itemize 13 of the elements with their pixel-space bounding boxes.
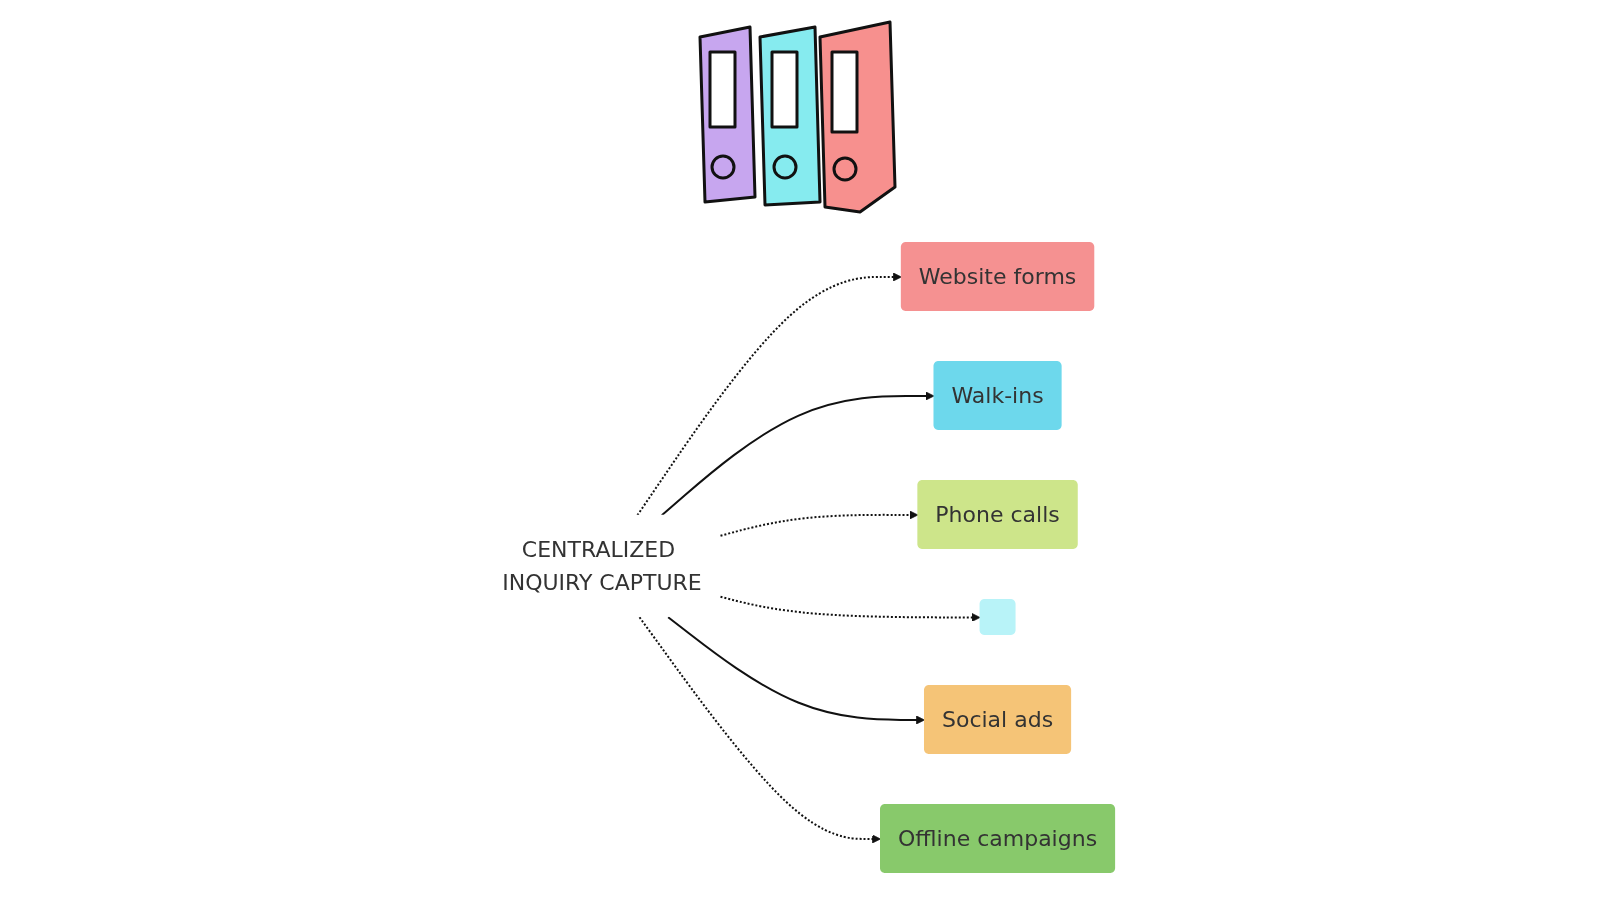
node-box: Website forms [901, 241, 1095, 311]
arrow [638, 615, 882, 843]
arrow [719, 510, 919, 537]
node-box: Walk-ins [933, 360, 1063, 430]
arrow [719, 595, 981, 622]
node-box: Offline campaigns [880, 803, 1116, 873]
node-box: Phone calls [917, 479, 1079, 549]
node-box [980, 598, 1016, 635]
arrow [636, 272, 903, 516]
node-box: Social ads [924, 684, 1072, 754]
arrow [667, 615, 926, 724]
node-text: CENTRALIZED INQUIRY CAPTURE [502, 536, 703, 595]
arrow [661, 391, 935, 516]
